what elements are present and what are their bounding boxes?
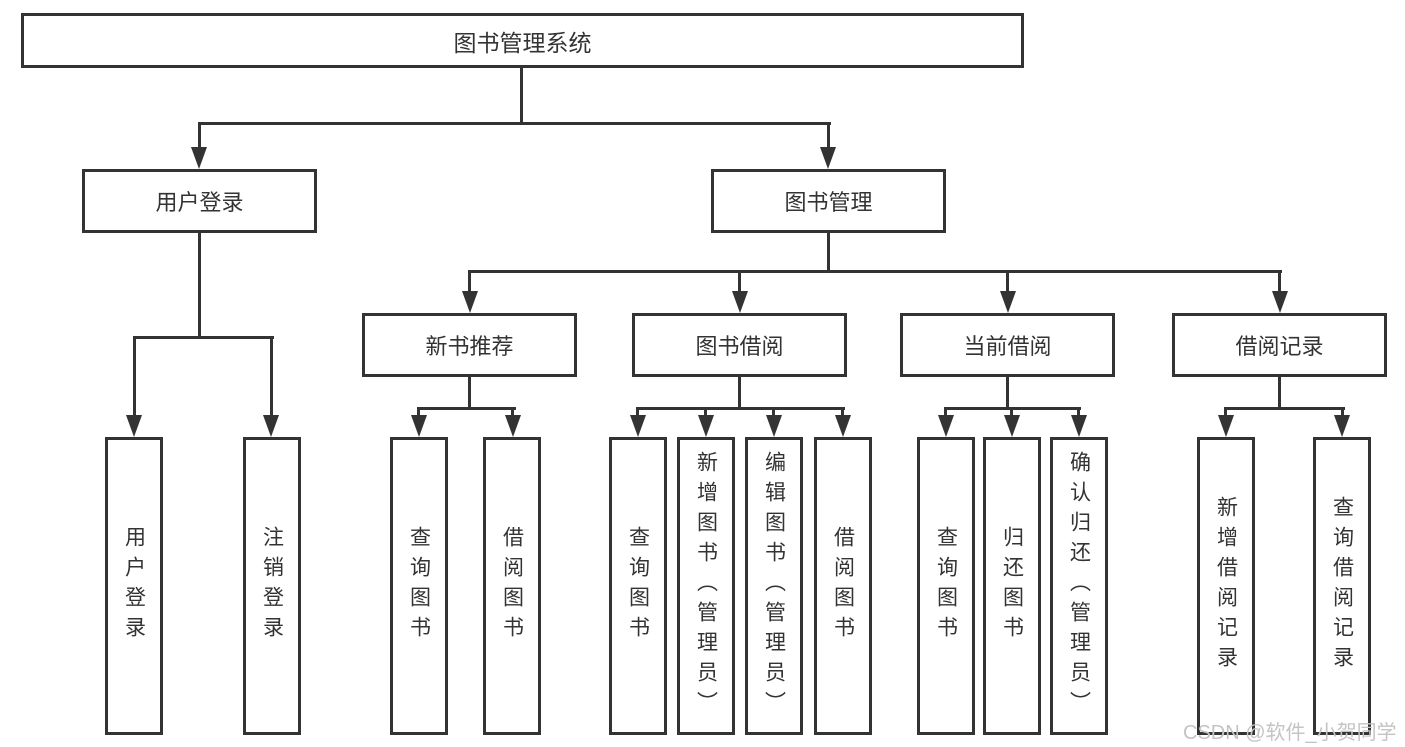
connector-line — [827, 122, 830, 150]
connector-line — [944, 407, 947, 417]
arrow-down-icon — [1218, 415, 1234, 437]
connector-line — [827, 233, 830, 273]
connector-line — [772, 407, 775, 417]
leaf-user-login: 用户登录 — [105, 437, 163, 735]
arrow-down-icon — [938, 415, 954, 437]
leaf-edit-book-admin: 编辑图书（管理员） — [745, 437, 803, 735]
arrow-down-icon — [411, 415, 427, 437]
connector-line — [417, 407, 420, 417]
connector-line — [1006, 377, 1009, 409]
node-root-library-system: 图书管理系统 — [21, 13, 1024, 68]
connector-line — [468, 270, 471, 294]
connector-line — [738, 270, 741, 294]
connector-line — [841, 407, 844, 417]
connector-line — [1077, 407, 1080, 417]
leaf-query-books-recommend: 查询图书 — [390, 437, 448, 735]
leaf-label: 用户登录 — [122, 526, 146, 646]
leaf-label: 注销登录 — [260, 526, 284, 646]
leaf-label: 查询图书 — [626, 526, 650, 646]
connector-line — [417, 407, 516, 410]
leaf-label: 查询图书 — [407, 526, 431, 646]
connector-line — [1341, 407, 1344, 417]
connector-line — [468, 270, 1282, 273]
connector-line — [1224, 407, 1345, 410]
leaf-label: 确认归还（管理员） — [1067, 451, 1091, 721]
connector-line — [704, 407, 707, 417]
leaf-label: 编辑图书（管理员） — [762, 451, 786, 721]
arrow-down-icon — [263, 415, 279, 437]
connector-line — [636, 407, 639, 417]
connector-line — [1006, 270, 1009, 294]
node-book-management: 图书管理 — [711, 169, 946, 233]
leaf-label: 归还图书 — [1000, 526, 1024, 646]
leaf-query-books-current: 查询图书 — [917, 437, 975, 735]
leaf-confirm-return-admin: 确认归还（管理员） — [1050, 437, 1108, 735]
node-borrow-records: 借阅记录 — [1172, 313, 1387, 377]
arrow-down-icon — [505, 415, 521, 437]
arrow-down-icon — [126, 415, 142, 437]
connector-line — [198, 122, 201, 150]
leaf-label: 新增图书（管理员） — [694, 451, 718, 721]
arrow-down-icon — [835, 415, 851, 437]
leaf-label: 查询借阅记录 — [1330, 496, 1354, 676]
connector-line — [198, 122, 831, 125]
leaf-add-borrow-record: 新增借阅记录 — [1197, 437, 1255, 735]
arrow-down-icon — [1004, 415, 1020, 437]
arrow-down-icon — [462, 291, 478, 313]
arrow-down-icon — [820, 147, 836, 169]
leaf-label: 借阅图书 — [831, 526, 855, 646]
connector-line — [636, 407, 845, 410]
leaf-borrow-books: 借阅图书 — [814, 437, 872, 735]
watermark: CSDN @软件_小贺同学 — [1183, 722, 1397, 744]
arrow-down-icon — [732, 291, 748, 313]
leaf-label: 查询图书 — [934, 526, 958, 646]
connector-line — [133, 336, 274, 339]
connector-line — [133, 336, 136, 417]
leaf-label: 借阅图书 — [500, 526, 524, 646]
arrow-down-icon — [630, 415, 646, 437]
connector-line — [511, 407, 514, 417]
connector-line — [738, 377, 741, 409]
connector-line — [468, 377, 471, 409]
leaf-borrow-books-recommend: 借阅图书 — [483, 437, 541, 735]
arrow-down-icon — [766, 415, 782, 437]
arrow-down-icon — [1000, 291, 1016, 313]
leaf-label: 新增借阅记录 — [1214, 496, 1238, 676]
arrow-down-icon — [1272, 291, 1288, 313]
leaf-return-book: 归还图书 — [983, 437, 1041, 735]
arrow-down-icon — [1334, 415, 1350, 437]
leaf-logout: 注销登录 — [243, 437, 301, 735]
connector-line — [270, 336, 273, 417]
connector-line — [1224, 407, 1227, 417]
connector-line — [1278, 377, 1281, 409]
leaf-query-books-borrowing: 查询图书 — [609, 437, 667, 735]
node-current-borrowing: 当前借阅 — [900, 313, 1115, 377]
leaf-query-borrow-record: 查询借阅记录 — [1313, 437, 1371, 735]
node-book-borrowing: 图书借阅 — [632, 313, 847, 377]
leaf-add-book-admin: 新增图书（管理员） — [677, 437, 735, 735]
node-user-login: 用户登录 — [82, 169, 317, 233]
arrow-down-icon — [1071, 415, 1087, 437]
arrow-down-icon — [698, 415, 714, 437]
connector-line — [198, 233, 201, 339]
connector-line — [1278, 270, 1281, 294]
connector-line — [520, 68, 523, 124]
connector-line — [1010, 407, 1013, 417]
node-new-book-recommend: 新书推荐 — [362, 313, 577, 377]
arrow-down-icon — [191, 147, 207, 169]
